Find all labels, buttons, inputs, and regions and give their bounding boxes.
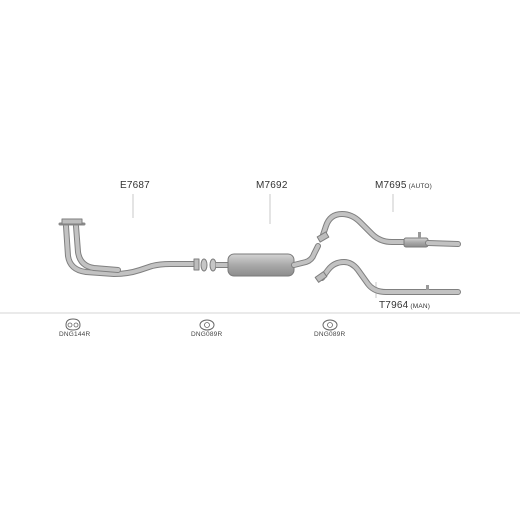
gasket-label-2: DNG089R: [191, 331, 223, 338]
centre-silencer: [216, 243, 321, 277]
part-label-rear-auto: M7695(AUTO): [375, 180, 432, 191]
part-code: E7687: [120, 180, 150, 191]
rear-pipe-man: [314, 259, 461, 295]
part-label-centre-box: M7692: [256, 180, 288, 191]
front-pipe: [58, 218, 200, 277]
part-suffix: (MAN): [410, 303, 431, 310]
gasket-label-1: DNG144R: [59, 331, 91, 338]
part-label-front-pipe: E7687: [120, 180, 150, 191]
part-code: M7695: [375, 180, 407, 191]
gasket-icon-2: [199, 319, 215, 331]
part-code: T7964: [379, 300, 409, 311]
flange-joint-front: [200, 258, 217, 272]
part-suffix: (AUTO): [408, 183, 433, 190]
gasket-icon-1: [65, 318, 81, 331]
gasket-label-3: DNG089R: [314, 331, 346, 338]
part-code: M7692: [256, 180, 288, 191]
gasket-icon-3: [322, 319, 338, 331]
rear-pipe-auto: [316, 211, 461, 248]
part-label-rear-man: T7964(MAN): [379, 300, 430, 311]
